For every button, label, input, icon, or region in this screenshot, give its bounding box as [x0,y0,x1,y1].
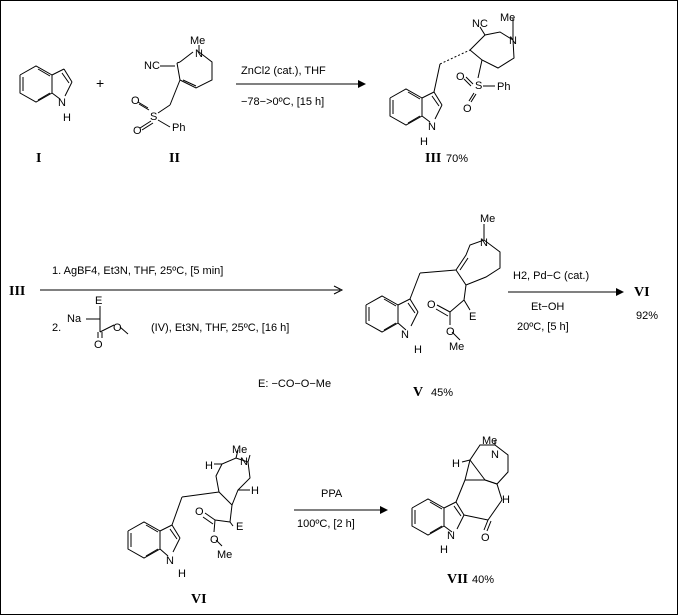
conditions-step-3: 20ºC, [5 h] [517,321,569,333]
atom-n: N [491,449,499,461]
conditions-step-4: 100ºC, [2 h] [297,518,355,530]
atom-me: Me [190,35,205,47]
sulfonyl-bonds [463,76,495,103]
atom-me: Me [217,549,232,561]
reagent-zncl2: ZnCl2 (cat.), THF [241,65,326,77]
solvent-etoh: Et−OH [531,301,564,313]
atom-o: O [446,326,455,338]
atom-h: H [178,568,186,580]
atom-h: H [251,485,259,497]
arrowhead-4 [380,506,388,514]
atom-o: O [113,322,122,334]
yield-III: 70% [446,153,468,165]
yield-VII: 40% [472,574,494,586]
atom-me: Me [449,341,464,353]
reagent-h2-pdc: H2, Pd−C (cat.) [513,270,589,282]
atom-h: H [440,544,448,556]
compound-II-structure [137,45,213,131]
compound-VI-structure [127,449,251,559]
atom-n: N [166,555,174,567]
atom-n: N [240,456,248,468]
atom-n: N [195,48,203,60]
atom-o: O [427,299,436,311]
atom-o: O [131,95,140,107]
atom-nc: NC [472,18,488,30]
atom-n: N [58,97,66,109]
conditions-step-2b-number: 2. [52,322,61,334]
label-compound-II: II [169,151,180,166]
conditions-step-2a: 1. AgBF4, Et3N, THF, 25ºC, [5 min] [52,265,223,277]
label-compound-VI: VI [634,285,650,300]
indole-I-structure [19,65,73,103]
atom-o: O [195,506,204,518]
atom-ph: Ph [172,122,185,134]
label-compound-I: I [36,151,41,166]
compound-VII-structure [411,440,509,536]
atom-h: H [502,494,510,506]
atom-me: Me [480,213,495,225]
atom-o: O [481,532,490,544]
atom-o: O [456,71,465,83]
atom-e: E [469,311,476,323]
atom-o: O [210,534,219,546]
atom-h: H [63,112,71,124]
atom-h: H [452,458,460,470]
atom-h: H [420,136,428,148]
atom-n: N [401,329,409,341]
conditions-step-1: −78−>0ºC, [15 h] [241,96,324,108]
atom-s: S [475,80,482,92]
atom-h: H [414,344,422,356]
conditions-step-2b: (IV), Et3N, THF, 25ºC, [16 h] [151,322,289,334]
atom-na: Na [67,313,82,325]
atom-n: N [447,530,455,542]
arrowhead-3 [616,288,624,296]
atom-me: Me [482,435,497,447]
atom-me: Me [500,12,515,24]
arrowhead-1 [358,80,366,88]
atom-o: O [133,125,142,137]
compound-III-structure [389,18,515,126]
yield-VI: 92% [636,310,658,322]
atom-e: E [236,521,243,533]
atom-s: S [150,111,157,123]
yield-V: 45% [431,387,453,399]
compound-V-structure [365,224,501,341]
atom-nc: NC [144,60,160,72]
label-compound-VI-start: VI [191,592,207,607]
atom-o: O [463,103,472,115]
label-compound-III: III [425,151,441,166]
reagent-IV-structure [86,306,129,338]
label-compound-III-start: III [9,284,25,299]
atom-ph: Ph [497,81,510,93]
label-compound-VII: VII [447,572,468,587]
arrowhead-2 [333,285,344,295]
atom-n: N [509,35,517,47]
atom-n: N [428,121,436,133]
atom-me: Me [232,444,247,456]
label-compound-V: V [413,385,423,400]
atom-o: O [94,339,103,351]
plus-sign: + [96,75,104,91]
atom-h: H [205,460,213,472]
atom-e: E [95,295,102,307]
atom-n: N [480,237,488,249]
reagent-ppa: PPA [321,488,343,500]
legend-E: E: −CO−O−Me [258,378,331,390]
